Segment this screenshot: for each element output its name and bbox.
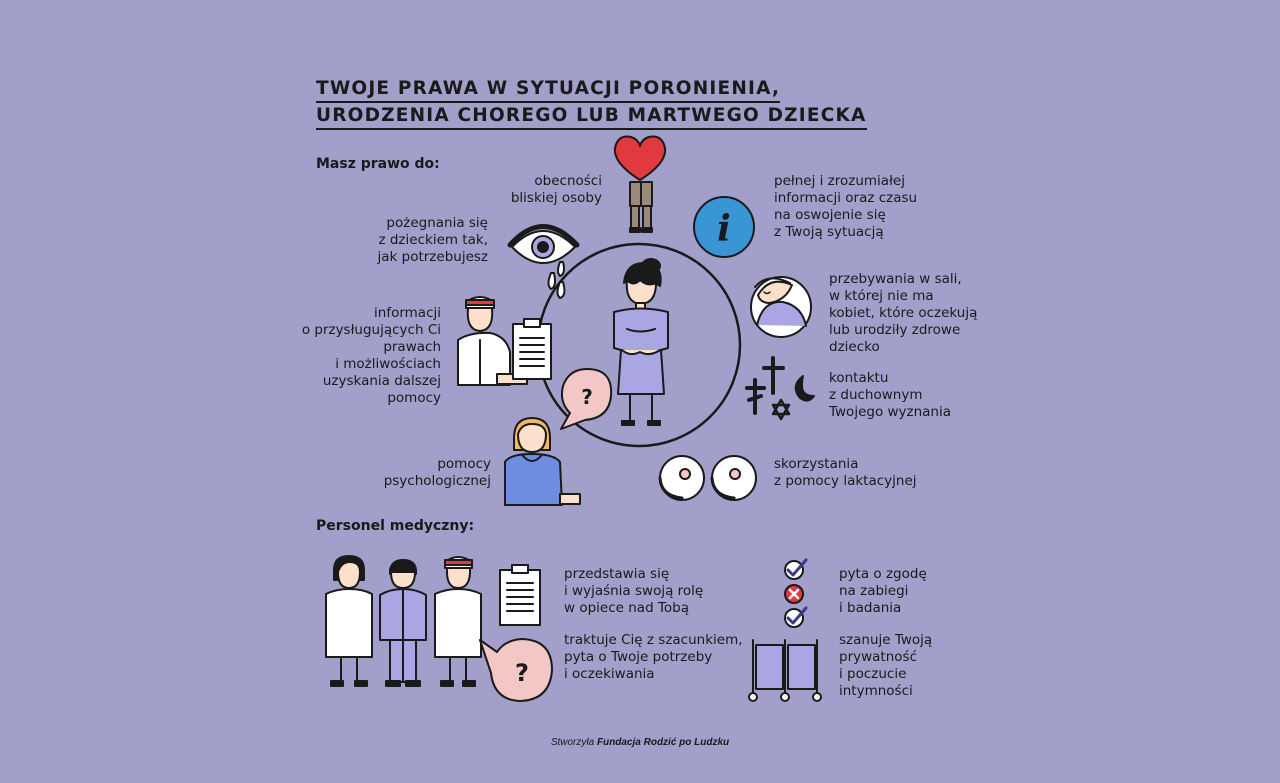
- page-title: TWOJE PRAWA W SYTUACJI PORONIENIA, URODZ…: [316, 76, 876, 130]
- staff-heading: Personel medyczny:: [316, 518, 475, 534]
- footer-credit: Stworzyła Fundacja Rodzić po Ludzku: [550, 737, 730, 748]
- nurse-clipboard-icon: [457, 296, 552, 386]
- svg-text:?: ?: [515, 659, 529, 687]
- clipboard-icon: [499, 564, 541, 626]
- breasts-icon: [658, 455, 757, 501]
- svg-text:?: ?: [581, 385, 593, 409]
- staff-respect-text: traktuje Cię z szacunkiem,pyta o Twoje p…: [564, 632, 743, 682]
- question-bubble-small-icon: ?: [560, 368, 613, 430]
- doctor-male-icon: [379, 559, 427, 687]
- title-line-1: TWOJE PRAWA W SYTUACJI PORONIENIA,: [316, 76, 781, 103]
- doctor-female-icon: [325, 555, 373, 687]
- checkmarks-icon: [784, 558, 808, 628]
- nurse-icon: [434, 556, 482, 687]
- central-woman-icon: [613, 258, 669, 426]
- info-icon: i: [693, 196, 755, 258]
- psychologist-icon: [504, 417, 581, 506]
- title-line-2: URODZENIA CHOREGO LUB MARTWEGO DZIECKA: [316, 103, 867, 130]
- question-bubble-icon: ?: [479, 638, 553, 702]
- crying-eye-icon: [507, 224, 580, 299]
- rights-heading: Masz prawo do:: [316, 156, 440, 172]
- svg-text:i: i: [717, 208, 731, 250]
- sleeping-woman-icon: [750, 276, 812, 338]
- heart-person-icon: [613, 135, 667, 233]
- screen-icon: [748, 639, 822, 702]
- religious-symbols-icon: [745, 356, 815, 421]
